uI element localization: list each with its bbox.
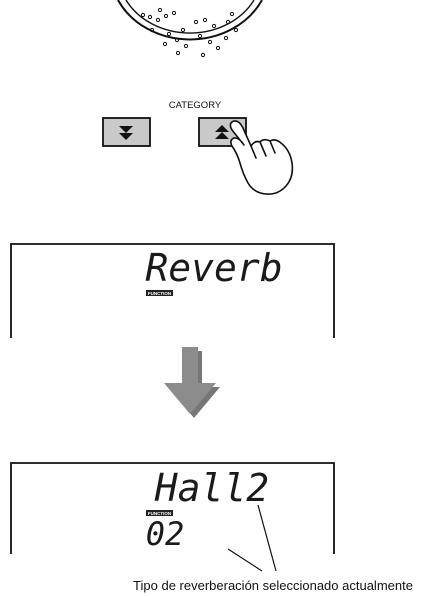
display-bottom: Hall2 FUNCTION 02 bbox=[10, 462, 335, 554]
caption: Tipo de reverberación seleccionado actua… bbox=[133, 578, 413, 593]
dial-icon bbox=[117, 0, 263, 58]
display-top: Reverb FUNCTION bbox=[10, 243, 335, 338]
category-label: CATEGORY bbox=[169, 100, 222, 111]
display-bottom-name: Hall2 bbox=[154, 466, 269, 510]
display-top-text: Reverb bbox=[145, 246, 282, 290]
up-arrow-icon bbox=[215, 125, 229, 139]
big-down-arrow-icon bbox=[164, 347, 220, 418]
function-badge-bottom: FUNCTION bbox=[146, 510, 173, 516]
svg-text:FUNCTION: FUNCTION bbox=[148, 291, 171, 296]
callout-lines bbox=[227, 504, 277, 572]
svg-text:FUNCTION: FUNCTION bbox=[148, 511, 171, 516]
category-down-button[interactable] bbox=[102, 117, 151, 147]
display-bottom-number: 02 bbox=[146, 515, 185, 553]
function-badge-top: FUNCTION bbox=[146, 290, 173, 296]
pointing-hand-icon bbox=[229, 120, 294, 195]
down-arrow-icon bbox=[119, 126, 133, 140]
